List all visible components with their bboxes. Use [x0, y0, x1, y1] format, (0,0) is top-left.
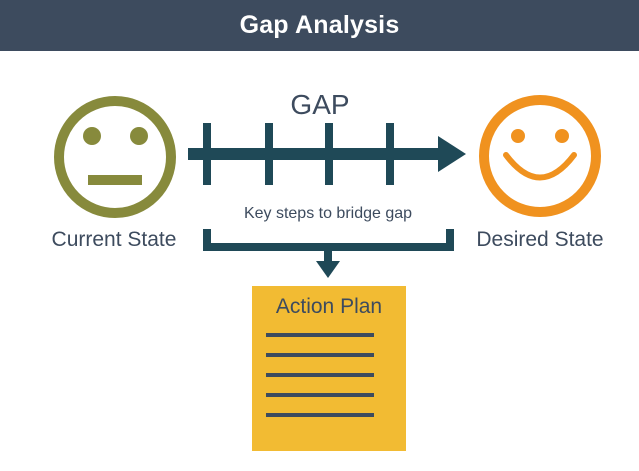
steps-label: Key steps to bridge gap [244, 205, 412, 222]
smiling-face-icon [479, 95, 601, 217]
action-plan-document [252, 286, 406, 451]
action-plan-label: Action Plan [276, 295, 382, 318]
desired-state-label: Desired State [476, 228, 603, 251]
gap-label: GAP [290, 89, 349, 120]
step-tick [203, 123, 211, 185]
bracket-connector [203, 229, 454, 278]
step-tick [325, 123, 333, 185]
document-lines-icon [266, 333, 374, 417]
page-title: Gap Analysis [239, 11, 400, 39]
neutral-face-icon [54, 96, 176, 218]
step-tick [265, 123, 273, 185]
step-tick [386, 123, 394, 185]
current-state-label: Current State [52, 228, 177, 251]
header-bar: Gap Analysis [0, 0, 639, 51]
gap-arrow [188, 123, 466, 185]
